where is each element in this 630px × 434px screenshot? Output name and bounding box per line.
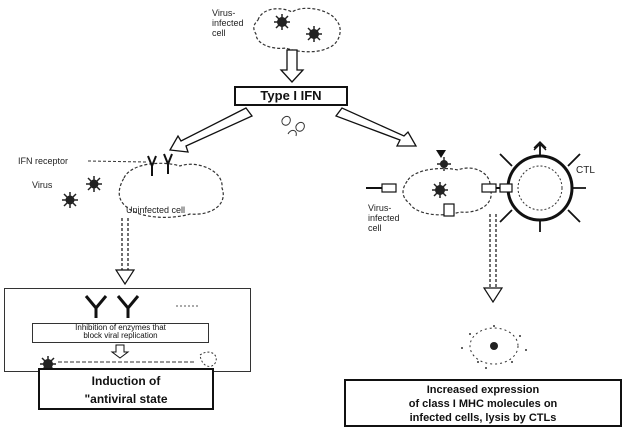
- ifn-receptor-icon: [148, 154, 172, 176]
- virus-infected-cell-label: Virus- infected cell: [212, 8, 256, 38]
- arrow-right-diagonal: [336, 108, 416, 146]
- arrow-left-diagonal: [170, 108, 252, 152]
- ifn-receptor-label: IFN receptor: [18, 156, 68, 166]
- arrow-to-antiviral: [116, 218, 134, 284]
- arrow-to-ifn: [281, 50, 303, 82]
- ctl-label: CTL: [576, 166, 595, 176]
- increased-mhc-box: Increased expression of class I MHC mole…: [344, 379, 622, 427]
- virus-infected-cell-right-label: Virus- infected cell: [368, 203, 408, 233]
- virus-icon: [86, 176, 102, 192]
- arrow-to-lysis: [484, 214, 502, 302]
- type-ifn-box: Type I IFN: [234, 86, 348, 106]
- virus-label: Virus: [32, 180, 52, 190]
- ctl-cell: [500, 142, 586, 232]
- virus-icon: [437, 157, 451, 171]
- inhibition-box: Inhibition of enzymes that block viral r…: [32, 323, 209, 343]
- lysed-cell: [461, 325, 527, 369]
- tcr-icon: [500, 184, 512, 192]
- virus-icon: [62, 192, 78, 208]
- ifn-triangle: [436, 150, 446, 158]
- virus-icon: [306, 26, 322, 42]
- virus-icon: [432, 182, 448, 198]
- uninfected-cell-label: Uninfected cell: [126, 205, 185, 215]
- induction-antiviral-box: Induction of "antiviral state: [38, 368, 214, 410]
- top-infected-cell: [254, 8, 340, 51]
- ifn-receptor-leader: [88, 161, 146, 162]
- virus-icon: [274, 14, 290, 30]
- ifn-molecules: [282, 116, 304, 136]
